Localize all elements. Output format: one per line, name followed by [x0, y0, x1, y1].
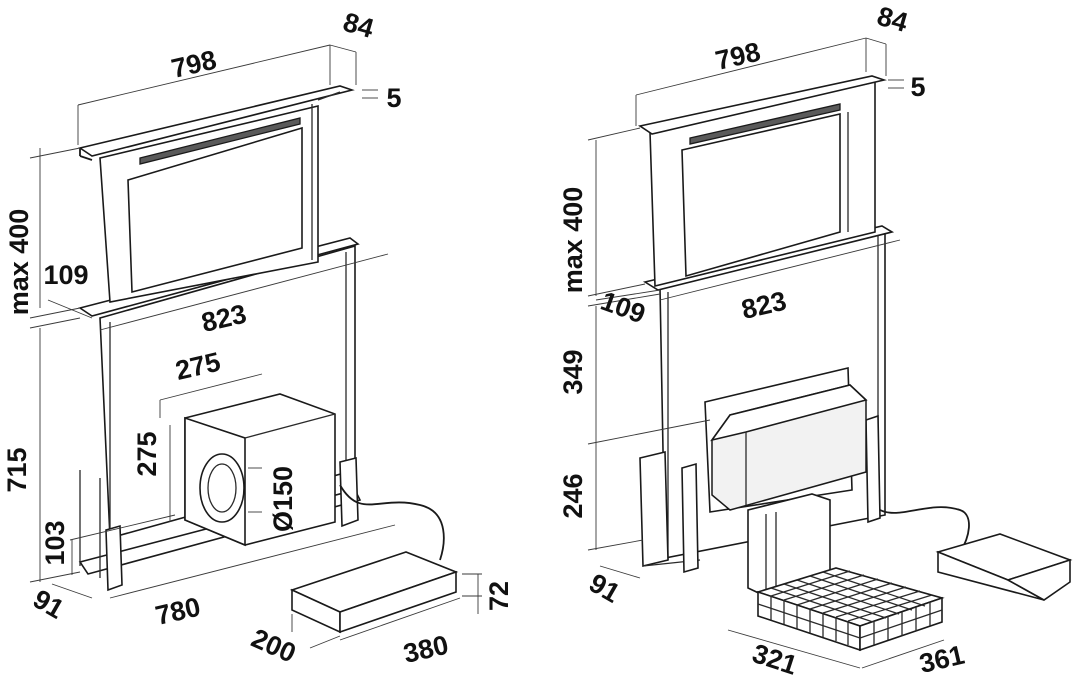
- right-lower-height-label: 246: [558, 473, 588, 518]
- right-recirc-housing: [710, 384, 868, 511]
- left-foot-height-label: 103: [40, 520, 70, 565]
- right-filter-depth-label: 361: [917, 640, 968, 679]
- left-top-depth-label: 109: [43, 260, 88, 290]
- left-unit: 798 84 5 max 400 109 823 275 275 Ø150 71…: [2, 7, 514, 669]
- right-foot-bracket: [339, 456, 359, 528]
- right-front-foot: [681, 462, 699, 574]
- left-motor-box: [184, 393, 336, 547]
- right-width-top-label: 798: [713, 37, 764, 76]
- right-rising-screen: [637, 75, 887, 288]
- right-lip-label: 5: [910, 72, 925, 102]
- left-outlet-diameter-label: Ø150: [268, 466, 298, 532]
- left-box-width-label: 380: [401, 630, 452, 669]
- right-power-cable: [879, 506, 970, 549]
- left-rising-screen: [78, 85, 355, 303]
- left-width-top-label: 798: [169, 45, 220, 84]
- left-base-depth-label: 91: [28, 584, 69, 625]
- right-control-box: [935, 533, 1073, 601]
- left-foot-bracket: [105, 524, 123, 592]
- right-top-depth-label: 109: [597, 286, 650, 330]
- right-unit: 798 84 5 max 400 109 823 349 246 91 321 …: [558, 1, 1073, 681]
- left-depth-top-label: 84: [340, 7, 377, 44]
- right-dimension-lines: [587, 37, 945, 669]
- left-base-width-label: 780: [153, 592, 204, 631]
- right-depth-top-label: 84: [874, 1, 911, 38]
- left-motor-height-label: 275: [132, 431, 162, 476]
- left-max-height-label: max 400: [4, 209, 34, 316]
- left-lip-label: 5: [386, 83, 401, 113]
- left-dimension-lines: [29, 44, 482, 649]
- right-back-foot: [865, 414, 881, 524]
- right-filter-width-label: 321: [749, 638, 801, 680]
- left-power-cable: [339, 484, 445, 561]
- right-max-height-label: max 400: [558, 187, 588, 294]
- left-control-box: [289, 551, 459, 634]
- left-body-height-label: 715: [2, 447, 32, 492]
- right-base-depth-label: 91: [584, 568, 625, 609]
- right-filter-grid: [755, 567, 945, 652]
- left-box-height-label: 72: [484, 581, 514, 611]
- right-upper-height-label: 349: [558, 349, 588, 394]
